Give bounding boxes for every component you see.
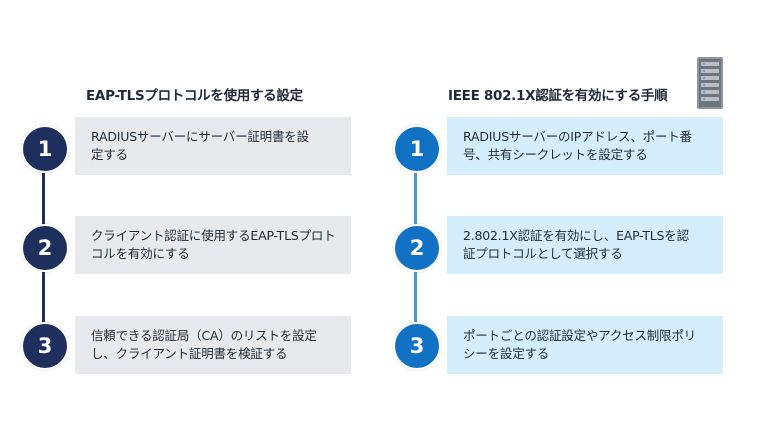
right-title: IEEE 802.1X認証を有効にする手順	[448, 88, 668, 104]
left-step-2-text: クライアント認証に使用するEAP-TLSプロトコルを有効にする	[91, 228, 336, 261]
left-step-1-text: RADIUSサーバーにサーバー証明書を設定する	[91, 129, 309, 162]
right-step-3-number: 3	[393, 322, 441, 370]
left-step-3-text: 信頼できる認証局（CA）のリストを設定し、クライアント証明書を検証する	[91, 328, 317, 361]
server-rack-icon	[697, 57, 723, 109]
right-step-1-text: RADIUSサーバーのIPアドレス、ポート番号、共有シークレットを設定する	[463, 129, 692, 162]
right-step-3-text: ポートごとの認証設定やアクセス制限ポリシーを設定する	[463, 328, 696, 361]
right-step-2-box: 2.802.1X認証を有効にし、EAP-TLSを認証プロトコルとして選択する	[447, 216, 723, 274]
left-title: EAP-TLSプロトコルを使用する設定	[86, 88, 303, 104]
right-step-1-box: RADIUSサーバーのIPアドレス、ポート番号、共有シークレットを設定する	[447, 117, 723, 175]
right-step-2-text: 2.802.1X認証を有効にし、EAP-TLSを認証プロトコルとして選択する	[463, 228, 689, 261]
left-step-3-box: 信頼できる認証局（CA）のリストを設定し、クライアント証明書を検証する	[75, 316, 351, 374]
right-step-1-number: 1	[393, 125, 441, 173]
left-step-1-number: 1	[21, 125, 69, 173]
left-step-1-box: RADIUSサーバーにサーバー証明書を設定する	[75, 117, 351, 175]
right-step-2-number: 2	[393, 224, 441, 272]
left-step-2-box: クライアント認証に使用するEAP-TLSプロトコルを有効にする	[75, 216, 351, 274]
right-step-3-box: ポートごとの認証設定やアクセス制限ポリシーを設定する	[447, 316, 723, 374]
left-step-3-number: 3	[21, 322, 69, 370]
left-step-2-number: 2	[21, 224, 69, 272]
